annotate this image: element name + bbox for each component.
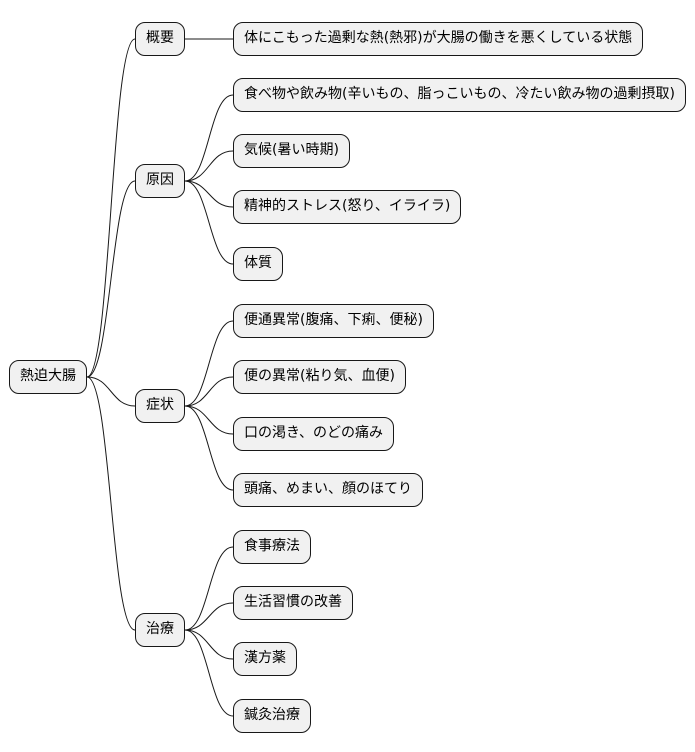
root-node: 熱迫大腸 — [9, 360, 87, 394]
connector-branch-treatment — [86, 376, 136, 631]
branch-overview: 概要 — [135, 22, 185, 56]
connector-treatment-item-3 — [184, 629, 234, 660]
treatment-item-3: 漢方薬 — [233, 642, 297, 676]
treatment-item-2: 生活習慣の改善 — [233, 586, 353, 620]
connector-cause-item-4 — [184, 180, 234, 265]
connector-branch-causes — [86, 180, 136, 378]
connector-symptom-item-4 — [184, 405, 234, 491]
cause-item-1: 食べ物や飲み物(辛いもの、脂っこいもの、冷たい飲み物の過剰摂取) — [233, 78, 686, 112]
connector-treatment-item-4 — [184, 629, 234, 717]
symptom-item-1: 便通異常(腹痛、下痢、便秘) — [233, 304, 434, 338]
symptom-item-3: 口の渇き、のどの痛み — [233, 417, 395, 451]
connector-symptom-item-1 — [184, 320, 234, 407]
treatment-item-4: 鍼灸治療 — [233, 699, 311, 733]
branch-symptoms: 症状 — [135, 389, 185, 423]
symptom-item-4: 頭痛、めまい、顔のほてり — [233, 473, 423, 507]
connector-cause-item-1 — [184, 94, 234, 182]
symptom-item-2: 便の異常(粘り気、血便) — [233, 360, 406, 394]
connector-treatment-item-2 — [184, 602, 234, 631]
connector-cause-item-2 — [184, 150, 234, 182]
cause-item-4: 体質 — [233, 247, 283, 281]
cause-item-2: 気候(暑い時期) — [233, 134, 350, 168]
branch-treatment: 治療 — [135, 613, 185, 647]
connector-symptom-item-2 — [184, 376, 234, 407]
overview-item-1: 体にこもった過剰な熱(熱邪)が大腸の働きを悪くしている状態 — [233, 22, 644, 56]
branch-causes: 原因 — [135, 164, 185, 198]
connector-symptom-item-3 — [184, 405, 234, 435]
cause-item-3: 精神的ストレス(怒り、イライラ) — [233, 190, 462, 224]
connector-treatment-item-1 — [184, 546, 234, 631]
treatment-item-1: 食事療法 — [233, 530, 311, 564]
connector-cause-item-3 — [184, 180, 234, 208]
connector-branch-overview — [86, 38, 136, 378]
connector-branch-symptoms — [86, 376, 136, 407]
